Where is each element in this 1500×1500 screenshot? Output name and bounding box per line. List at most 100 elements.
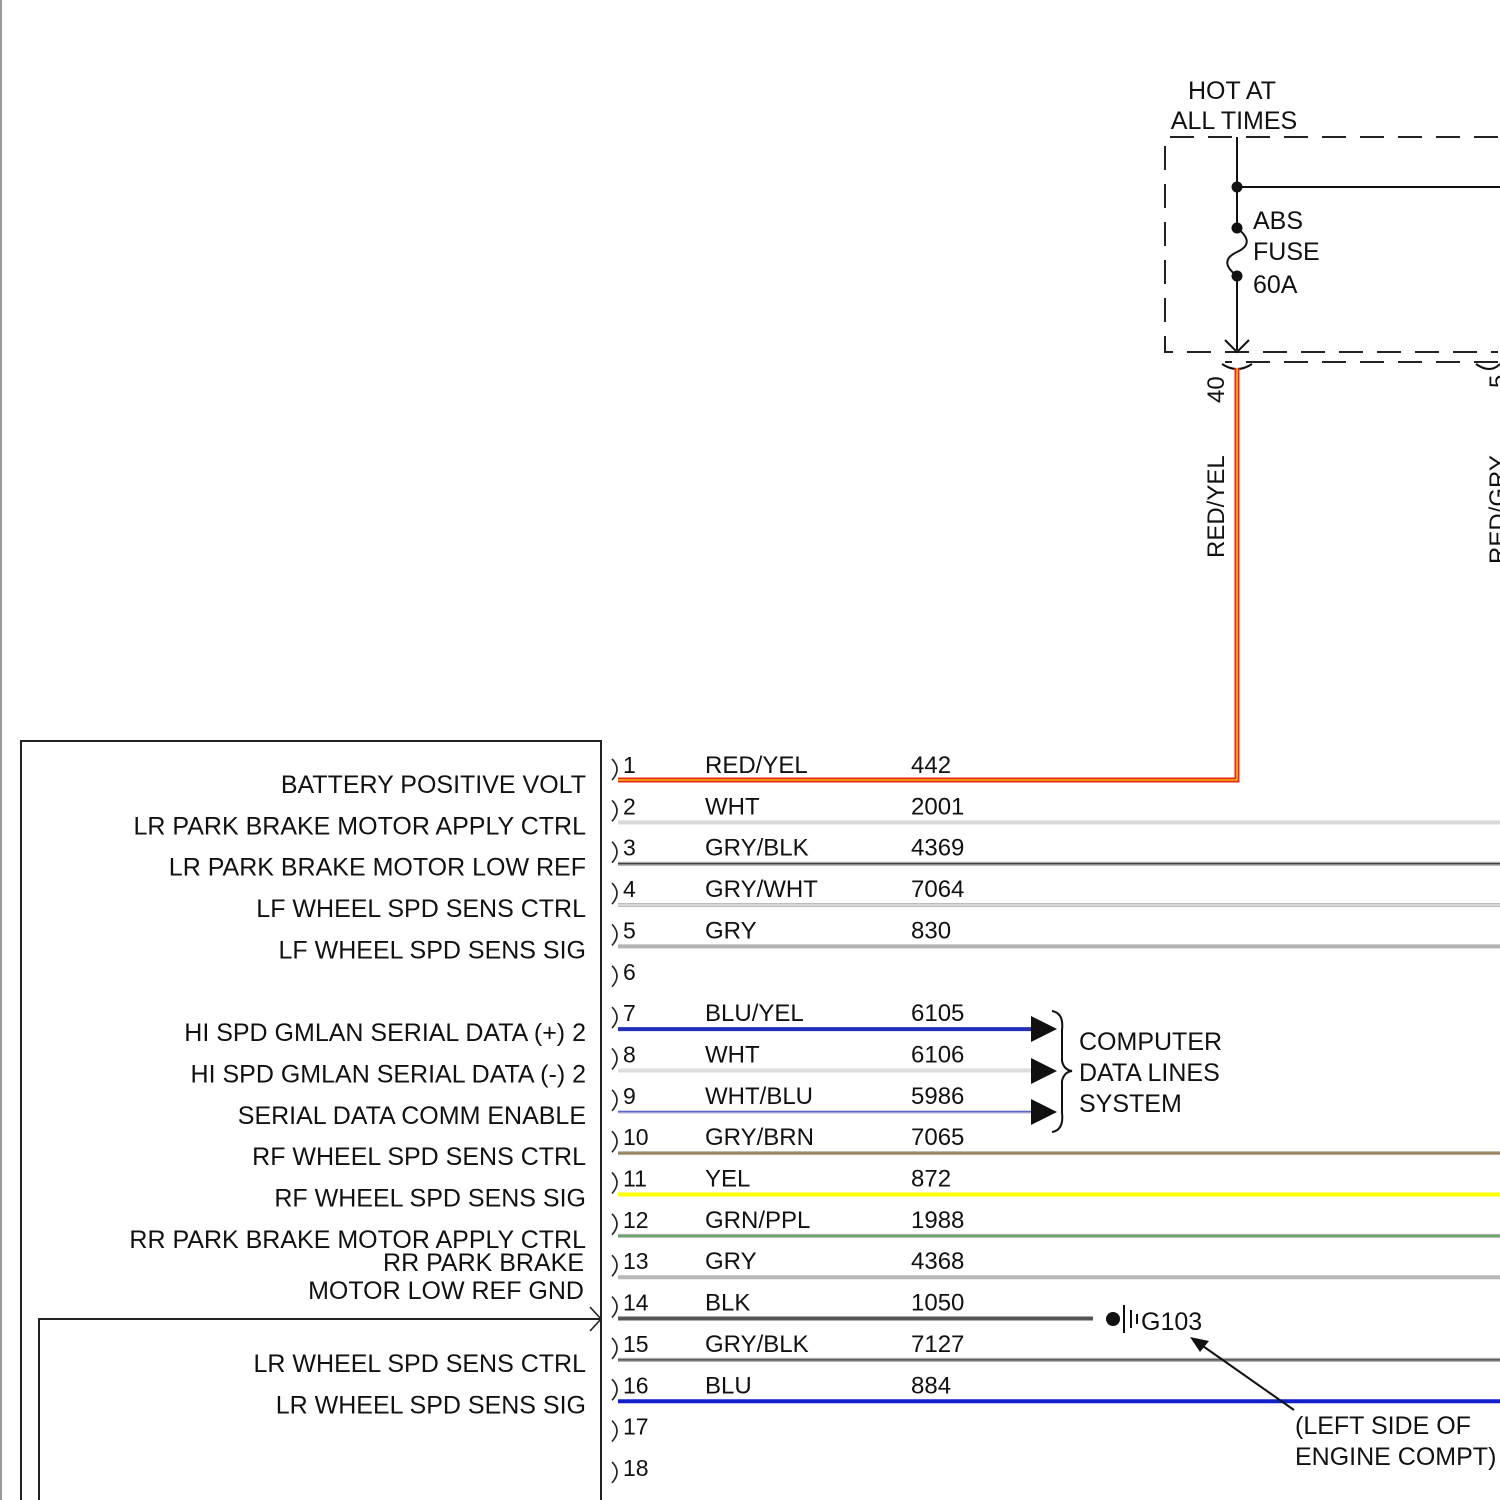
circuit-number-1: 442 [911, 752, 951, 779]
circuit-number-15: 7127 [911, 1331, 964, 1358]
pin-number-12: 12 [623, 1207, 649, 1233]
pin-number-13: 13 [623, 1248, 649, 1274]
ground-leader-arrow [1190, 1337, 1209, 1352]
pin-15-label: LR WHEEL SPD SENS CTRL [254, 1350, 587, 1378]
splice-dot [1232, 182, 1243, 193]
pin-number-15: 15 [623, 1331, 649, 1357]
connector-bracket-9 [612, 1090, 617, 1111]
feed-wire [618, 368, 1237, 780]
circuit-number-4: 7064 [911, 876, 964, 903]
circuit-number-3: 4369 [911, 835, 964, 862]
pin-number-18: 18 [623, 1455, 649, 1481]
wire-color-7: BLU/YEL [705, 1000, 804, 1027]
circuit-number-16: 884 [911, 1372, 951, 1399]
ground-dot [1106, 1312, 1120, 1326]
data-lines-label-3: SYSTEM [1079, 1090, 1182, 1118]
fuse-symbol [1227, 228, 1247, 276]
feed-wire-color: RED/YEL [1203, 455, 1230, 558]
connector-bracket-5 [612, 924, 617, 945]
pin-2-label: LR PARK BRAKE MOTOR APPLY CTRL [134, 812, 587, 840]
hot-at-all-times-line1: HOT AT [1188, 77, 1276, 105]
pin-8-label: HI SPD GMLAN SERIAL DATA (-) 2 [191, 1060, 586, 1088]
pin-number-6: 6 [623, 959, 636, 985]
pin-number-5: 5 [623, 917, 636, 943]
pin-number-10: 10 [623, 1124, 649, 1150]
data-lines-label-2: DATA LINES [1079, 1059, 1220, 1087]
pin-number-16: 16 [623, 1372, 649, 1398]
connector-bracket-14 [612, 1297, 617, 1318]
pin-number-8: 8 [623, 1041, 636, 1067]
pin-9-label: SERIAL DATA COMM ENABLE [238, 1102, 586, 1130]
wire-color-8: WHT [705, 1041, 760, 1068]
ground-location-1: (LEFT SIDE OF [1295, 1412, 1471, 1440]
wire-color-10: GRY/BRN [705, 1124, 814, 1151]
connector-bracket-12 [612, 1214, 617, 1235]
wire-color-2: WHT [705, 793, 760, 820]
connector-bracket-1 [612, 759, 617, 780]
circuit-number-8: 6106 [911, 1041, 964, 1068]
connector-bracket-16 [612, 1379, 617, 1400]
pin-number-17: 17 [623, 1414, 649, 1440]
pin-number-7: 7 [623, 1000, 636, 1026]
hot-at-all-times-line2: ALL TIMES [1171, 107, 1297, 135]
connector-bracket-13 [612, 1255, 617, 1276]
circuit-number-7: 6105 [911, 1000, 964, 1027]
pin-13-label-line2: MOTOR LOW REF GND [308, 1277, 584, 1305]
connector-bracket-3 [612, 842, 617, 863]
wire-color-3: GRY/BLK [705, 835, 809, 862]
pin-16-label: LR WHEEL SPD SENS SIG [276, 1391, 586, 1419]
fuse-label-line2: FUSE [1253, 238, 1320, 266]
wire-color-11: YEL [705, 1166, 750, 1193]
pin-number-2: 2 [623, 793, 636, 819]
right-edge-pin: 5 [1485, 375, 1500, 388]
right-edge-wire-color: RED/GRY [1485, 455, 1500, 564]
data-lines-label-1: COMPUTER [1079, 1028, 1222, 1056]
wire-color-1: RED/YEL [705, 752, 808, 779]
connector-bracket-10 [612, 1131, 617, 1152]
wire-color-15: GRY/BLK [705, 1331, 809, 1358]
connector-bracket-18 [612, 1462, 617, 1483]
ground-location-2: ENGINE COMPT) [1295, 1443, 1496, 1471]
pin-4-label: LF WHEEL SPD SENS CTRL [256, 895, 586, 923]
connector-bracket-4 [612, 883, 617, 904]
connector-bracket-7 [612, 1007, 617, 1028]
fuse-label-line1: ABS [1253, 207, 1303, 235]
circuit-number-2: 2001 [911, 793, 964, 820]
pin-7-label: HI SPD GMLAN SERIAL DATA (+) 2 [184, 1019, 586, 1047]
circuit-number-9: 5986 [911, 1083, 964, 1110]
wire-color-14: BLK [705, 1290, 750, 1317]
connector-bracket-17 [612, 1421, 617, 1442]
connector-bracket-6 [612, 966, 617, 987]
pin-13-label: RR PARK BRAKE [383, 1249, 584, 1277]
connector-bracket-2 [612, 800, 617, 821]
fuse-block: HOT AT ALL TIMES ABS FUSE 60A 40 RED/YEL… [1165, 77, 1500, 564]
pin-number-4: 4 [623, 876, 636, 902]
pin-number-3: 3 [623, 835, 636, 861]
wire-color-13: GRY [705, 1248, 757, 1275]
pin-5-label: LF WHEEL SPD SENS SIG [279, 936, 586, 964]
wire-color-12: GRN/PPL [705, 1207, 810, 1234]
connector-pin-40: 40 [1203, 376, 1230, 403]
wire-color-5: GRY [705, 917, 757, 944]
circuit-number-10: 7065 [911, 1124, 964, 1151]
data-lines-group: COMPUTER DATA LINES SYSTEM [1031, 1011, 1222, 1132]
pin-number-14: 14 [623, 1290, 649, 1316]
wire-color-9: WHT/BLU [705, 1083, 813, 1110]
fuse-label-line3: 60A [1253, 271, 1298, 299]
pin-number-11: 11 [623, 1166, 647, 1192]
pin-3-label: LR PARK BRAKE MOTOR LOW REF [169, 854, 586, 882]
circuit-number-14: 1050 [911, 1290, 964, 1317]
wire-color-4: GRY/WHT [705, 876, 818, 903]
pin-11-label: RF WHEEL SPD SENS SIG [274, 1185, 586, 1213]
wire-color-16: BLU [705, 1372, 752, 1399]
circuit-number-12: 1988 [911, 1207, 964, 1234]
pin-10-label: RF WHEEL SPD SENS CTRL [252, 1143, 586, 1171]
circuit-number-11: 872 [911, 1166, 951, 1193]
connector-bracket-15 [612, 1338, 617, 1359]
pin-number-9: 9 [623, 1083, 636, 1109]
connector-bracket-11 [612, 1173, 617, 1194]
circuit-number-5: 830 [911, 917, 951, 944]
wire-harness: 1BATTERY POSITIVE VOLTRED/YEL4422LR PARK… [129, 752, 1500, 1483]
data-arrow-8 [1031, 1058, 1057, 1084]
